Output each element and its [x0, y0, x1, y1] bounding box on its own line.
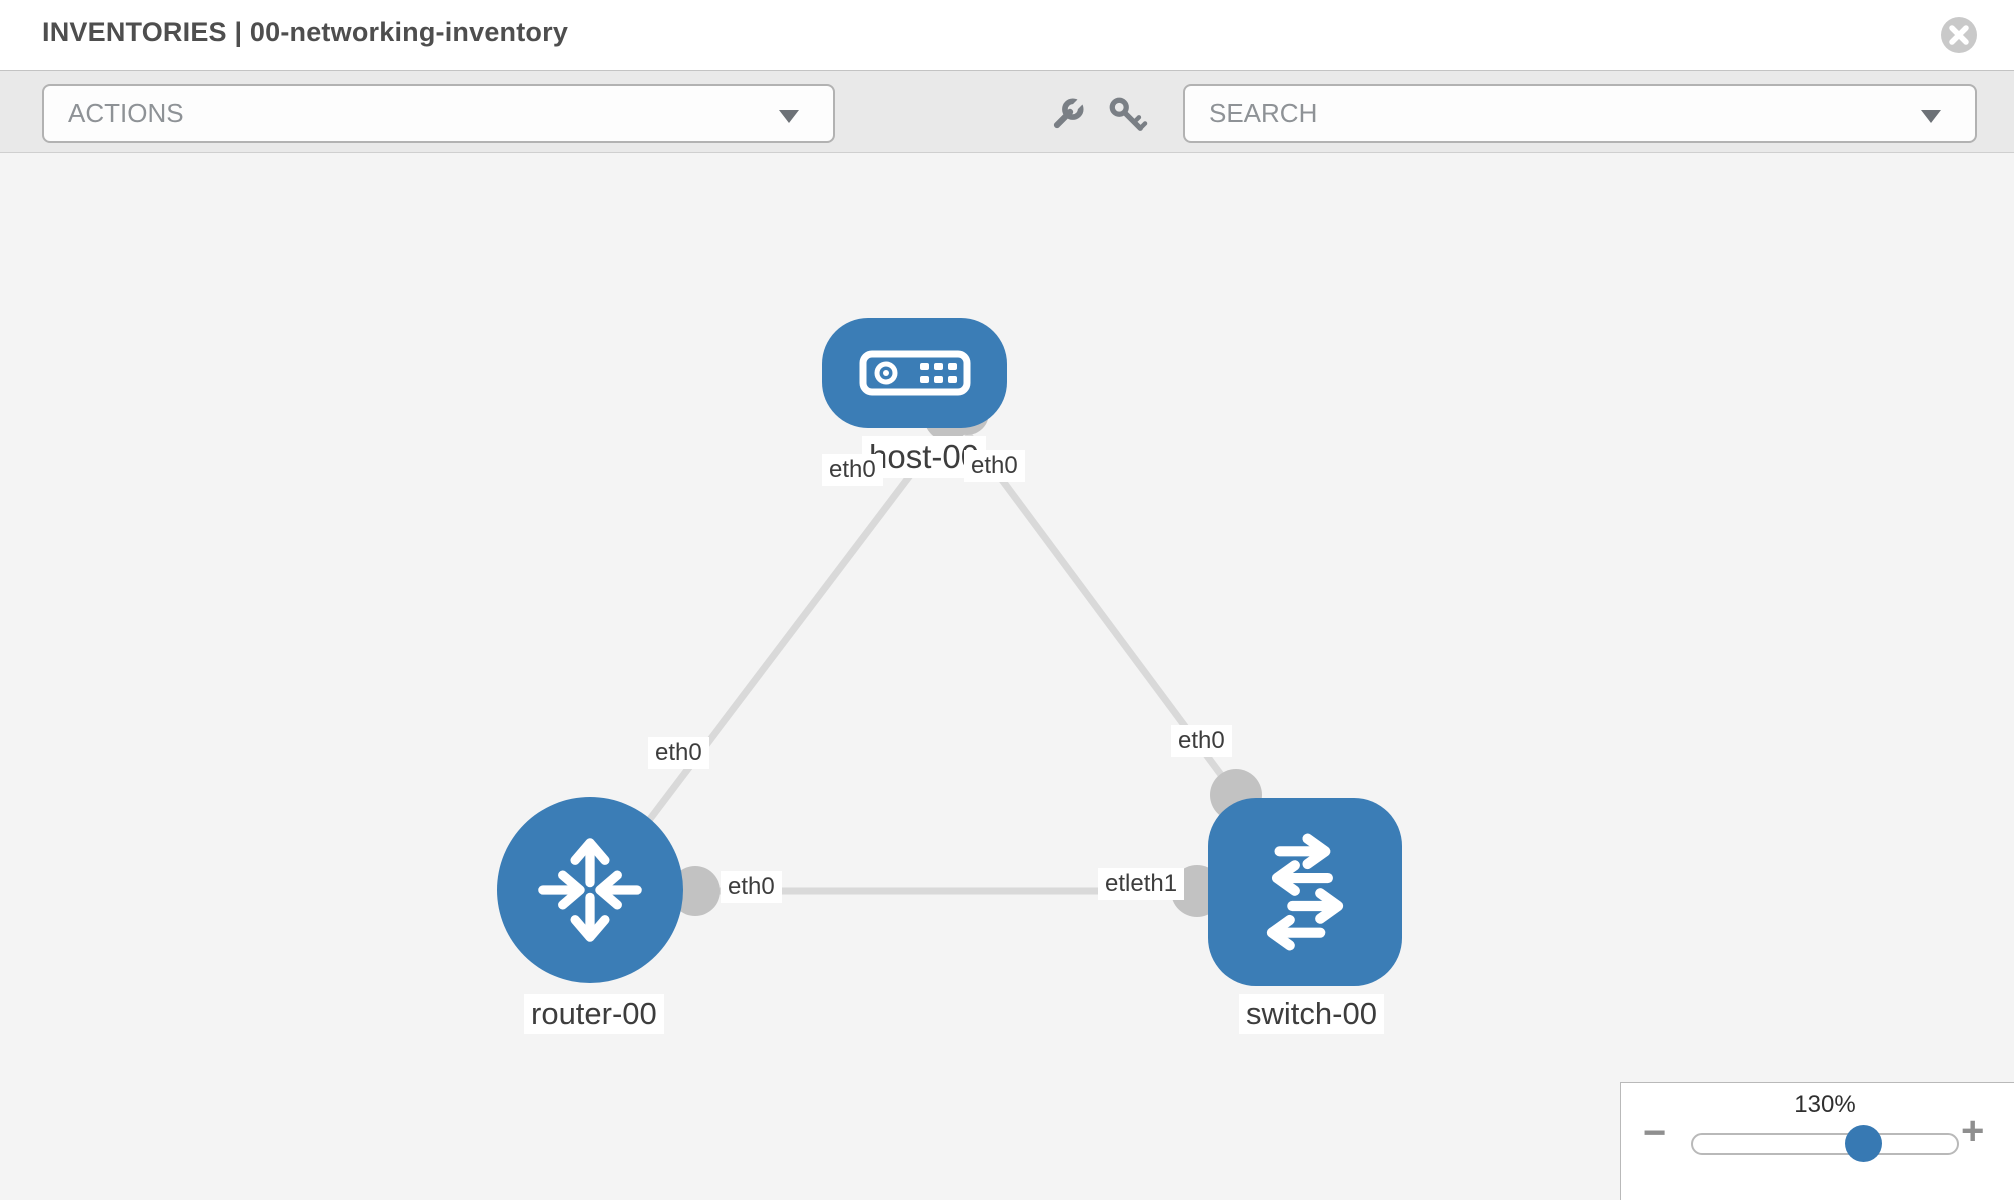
node-host-00[interactable] — [822, 318, 1007, 428]
zoom-slider-track[interactable] — [1691, 1133, 1959, 1155]
interface-label: etleth1 — [1098, 868, 1185, 900]
search-select[interactable]: SEARCH — [1183, 84, 1977, 143]
actions-label: ACTIONS — [68, 98, 184, 128]
toolbar: ACTIONS SEARCH — [0, 70, 2014, 153]
interface-label: eth0 — [721, 871, 782, 903]
key-button[interactable] — [1106, 95, 1150, 139]
chevron-down-icon — [779, 110, 799, 123]
actions-select[interactable]: ACTIONS — [42, 84, 835, 143]
zoom-slider-knob[interactable] — [1845, 1125, 1882, 1162]
zoom-out-button[interactable]: − — [1643, 1111, 1667, 1155]
interface-label: eth0 — [964, 450, 1025, 482]
host-icon — [859, 350, 970, 396]
wrench-icon — [1053, 98, 1084, 129]
zoom-in-button[interactable]: + — [1961, 1109, 1985, 1153]
router-icon — [538, 838, 642, 942]
close-button[interactable] — [1940, 16, 1978, 54]
chevron-down-icon — [1921, 110, 1941, 123]
switch-icon — [1266, 833, 1344, 951]
zoom-level-value: 130% — [1794, 1091, 1856, 1118]
node-label-router: router-00 — [524, 994, 664, 1034]
key-icon — [1109, 97, 1148, 131]
close-icon — [1941, 17, 1977, 53]
zoom-panel: 130% − + — [1620, 1082, 2014, 1200]
interface-label: eth0 — [822, 454, 883, 486]
node-label-switch: switch-00 — [1239, 994, 1384, 1034]
node-router-00[interactable] — [497, 797, 683, 983]
search-label: SEARCH — [1209, 98, 1318, 128]
topology-canvas[interactable] — [0, 153, 2014, 1200]
page-title: INVENTORIES | 00-networking-inventory — [42, 17, 569, 47]
page-header: INVENTORIES | 00-networking-inventory — [0, 0, 2014, 70]
interface-label: eth0 — [1171, 725, 1232, 757]
node-switch-00[interactable] — [1208, 798, 1402, 986]
configure-button[interactable] — [1044, 95, 1088, 139]
interface-label: eth0 — [648, 737, 709, 769]
